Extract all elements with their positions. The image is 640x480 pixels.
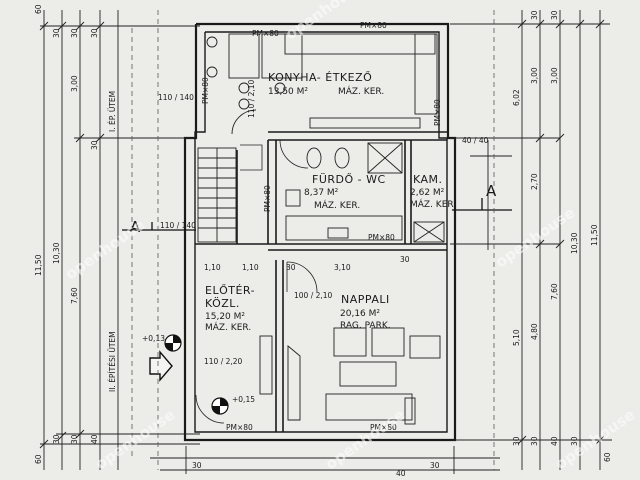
right-small-7: 60 — [603, 452, 612, 462]
left-part-bottom: 7,60 — [70, 287, 79, 304]
right-small-6: 30 — [570, 436, 579, 446]
opening-bath-side: PM×80 — [368, 233, 395, 242]
opening-stair-mark: 110 / 140 — [160, 221, 196, 230]
bathroom-fixtures — [285, 142, 445, 243]
opening-entry-door: 110 / 2,20 — [204, 357, 243, 366]
right-top-c: 3,00 — [550, 67, 559, 84]
section-line-right — [452, 198, 512, 211]
room-name-nappali: NAPPALI — [341, 293, 390, 306]
level-entrance: +0,13 — [142, 334, 165, 343]
room-area-konyha: 13,50 M² — [268, 87, 308, 97]
door-swings — [195, 139, 318, 424]
room-floor-eloter: MÁZ. KER. — [205, 321, 251, 333]
opening-hall-a: 1,10 — [204, 263, 221, 272]
opening-kitchen-window-side: PM×80 — [433, 99, 442, 126]
dimension-lines-right — [450, 10, 612, 470]
level-marker-entrance-icon — [164, 334, 182, 352]
dimension-lines-left — [39, 10, 200, 470]
room-name-furdo: FÜRDŐ - WC — [312, 172, 386, 186]
left-overall-a: 11,50 — [34, 254, 43, 276]
left-part-top: 3,00 — [70, 75, 79, 92]
opening-hall-window: PM×80 — [226, 423, 253, 432]
right-small-2: 30 — [550, 10, 559, 20]
opening-bath-window: PM×80 — [263, 185, 272, 212]
room-floor-nappali: RAG. PARK. — [340, 321, 391, 331]
room-floor-furdo: MÁZ. KER. — [314, 199, 360, 211]
level-marker-floor-icon — [211, 397, 229, 415]
section-mark-left: A — [130, 218, 141, 236]
stage-second-label: II. ÉPÍTÉSI ÜTEM — [108, 331, 117, 392]
right-low-c: 7,60 — [550, 283, 559, 300]
right-mid: 2,70 — [530, 173, 539, 190]
left-small-1: 30 — [52, 28, 61, 38]
dimension-lines-bottom — [150, 446, 500, 474]
opening-living-window: PM×80 — [370, 423, 397, 432]
room-area-kamra: 2,62 M² — [410, 188, 445, 198]
staircase — [197, 144, 263, 243]
dashed-lot-line — [131, 10, 495, 470]
opening-living-b: 30 — [286, 263, 296, 272]
opening-kitchen-top-right: PM×80 — [360, 21, 387, 30]
opening-kitchen-top-left: PM×80 — [252, 29, 279, 38]
room-area-furdo: 8,37 M² — [304, 188, 339, 198]
section-mark-right: A — [486, 182, 497, 200]
room-area-eloter: 15,20 M² — [205, 312, 245, 322]
opening-kam-dim: 40 / 40 — [462, 136, 489, 145]
kitchen-furniture — [206, 33, 438, 135]
section-line-left — [122, 222, 196, 231]
level-floor: +0,15 — [232, 395, 255, 404]
left-small-8: 40 — [90, 434, 99, 444]
opening-kitchen-left: PM×80 — [201, 77, 210, 104]
right-top-b: 3,00 — [530, 67, 539, 84]
opening-hall-b: 1,10 — [242, 263, 259, 272]
bottom-dim-3: 40 — [396, 469, 406, 478]
entrance-arrow-icon — [149, 350, 173, 382]
left-small-4: 60 — [34, 454, 43, 464]
inner-walls — [195, 131, 447, 432]
opening-kitchen-door: 110 / 2,10 — [247, 79, 256, 118]
opening-living-a: 3,10 — [334, 263, 351, 272]
bottom-dim-2: 30 — [430, 461, 440, 470]
left-small-7: 30 — [90, 140, 99, 150]
room-name-kamra: KAM. — [413, 173, 443, 186]
right-small-4: 40 — [550, 436, 559, 446]
left-small-9: 60 — [34, 4, 43, 14]
right-low-b: 4,80 — [530, 323, 539, 340]
room-name-konyha: KONYHA- ÉTKEZŐ — [268, 70, 372, 84]
right-low-a: 5,10 — [512, 329, 521, 346]
stage-first-label: I. ÉP. ÜTEM — [108, 91, 117, 132]
room-name-eloter-2: KÖZL. — [205, 297, 240, 310]
left-small-5: 30 — [52, 434, 61, 444]
opening-small-30: 30 — [400, 255, 410, 264]
right-overall-b: 10,30 — [570, 232, 579, 254]
right-overall-a: 11,50 — [590, 224, 599, 246]
right-small-1: 30 — [530, 10, 539, 20]
left-small-3: 30 — [90, 28, 99, 38]
left-small-6: 30 — [70, 434, 79, 444]
bottom-dim-1: 30 — [192, 461, 202, 470]
room-floor-kamra: MÁZ. KER. — [410, 198, 456, 210]
right-small-3: 30 — [530, 436, 539, 446]
right-top-a: 6,02 — [512, 89, 521, 106]
left-overall-b: 10,30 — [52, 242, 61, 264]
room-floor-konyha: MÁZ. KER. — [338, 85, 384, 97]
room-name-eloter-1: ELŐTÉR- — [205, 283, 255, 297]
opening-hall-door: 100 / 2,10 — [294, 291, 333, 300]
opening-kitchen-dim-left: 110 / 140 — [158, 93, 194, 102]
living-furniture — [259, 327, 441, 425]
left-small-2: 30 — [70, 28, 79, 38]
right-small-5: 30 — [512, 436, 521, 446]
room-area-nappali: 20,16 M² — [340, 309, 380, 319]
